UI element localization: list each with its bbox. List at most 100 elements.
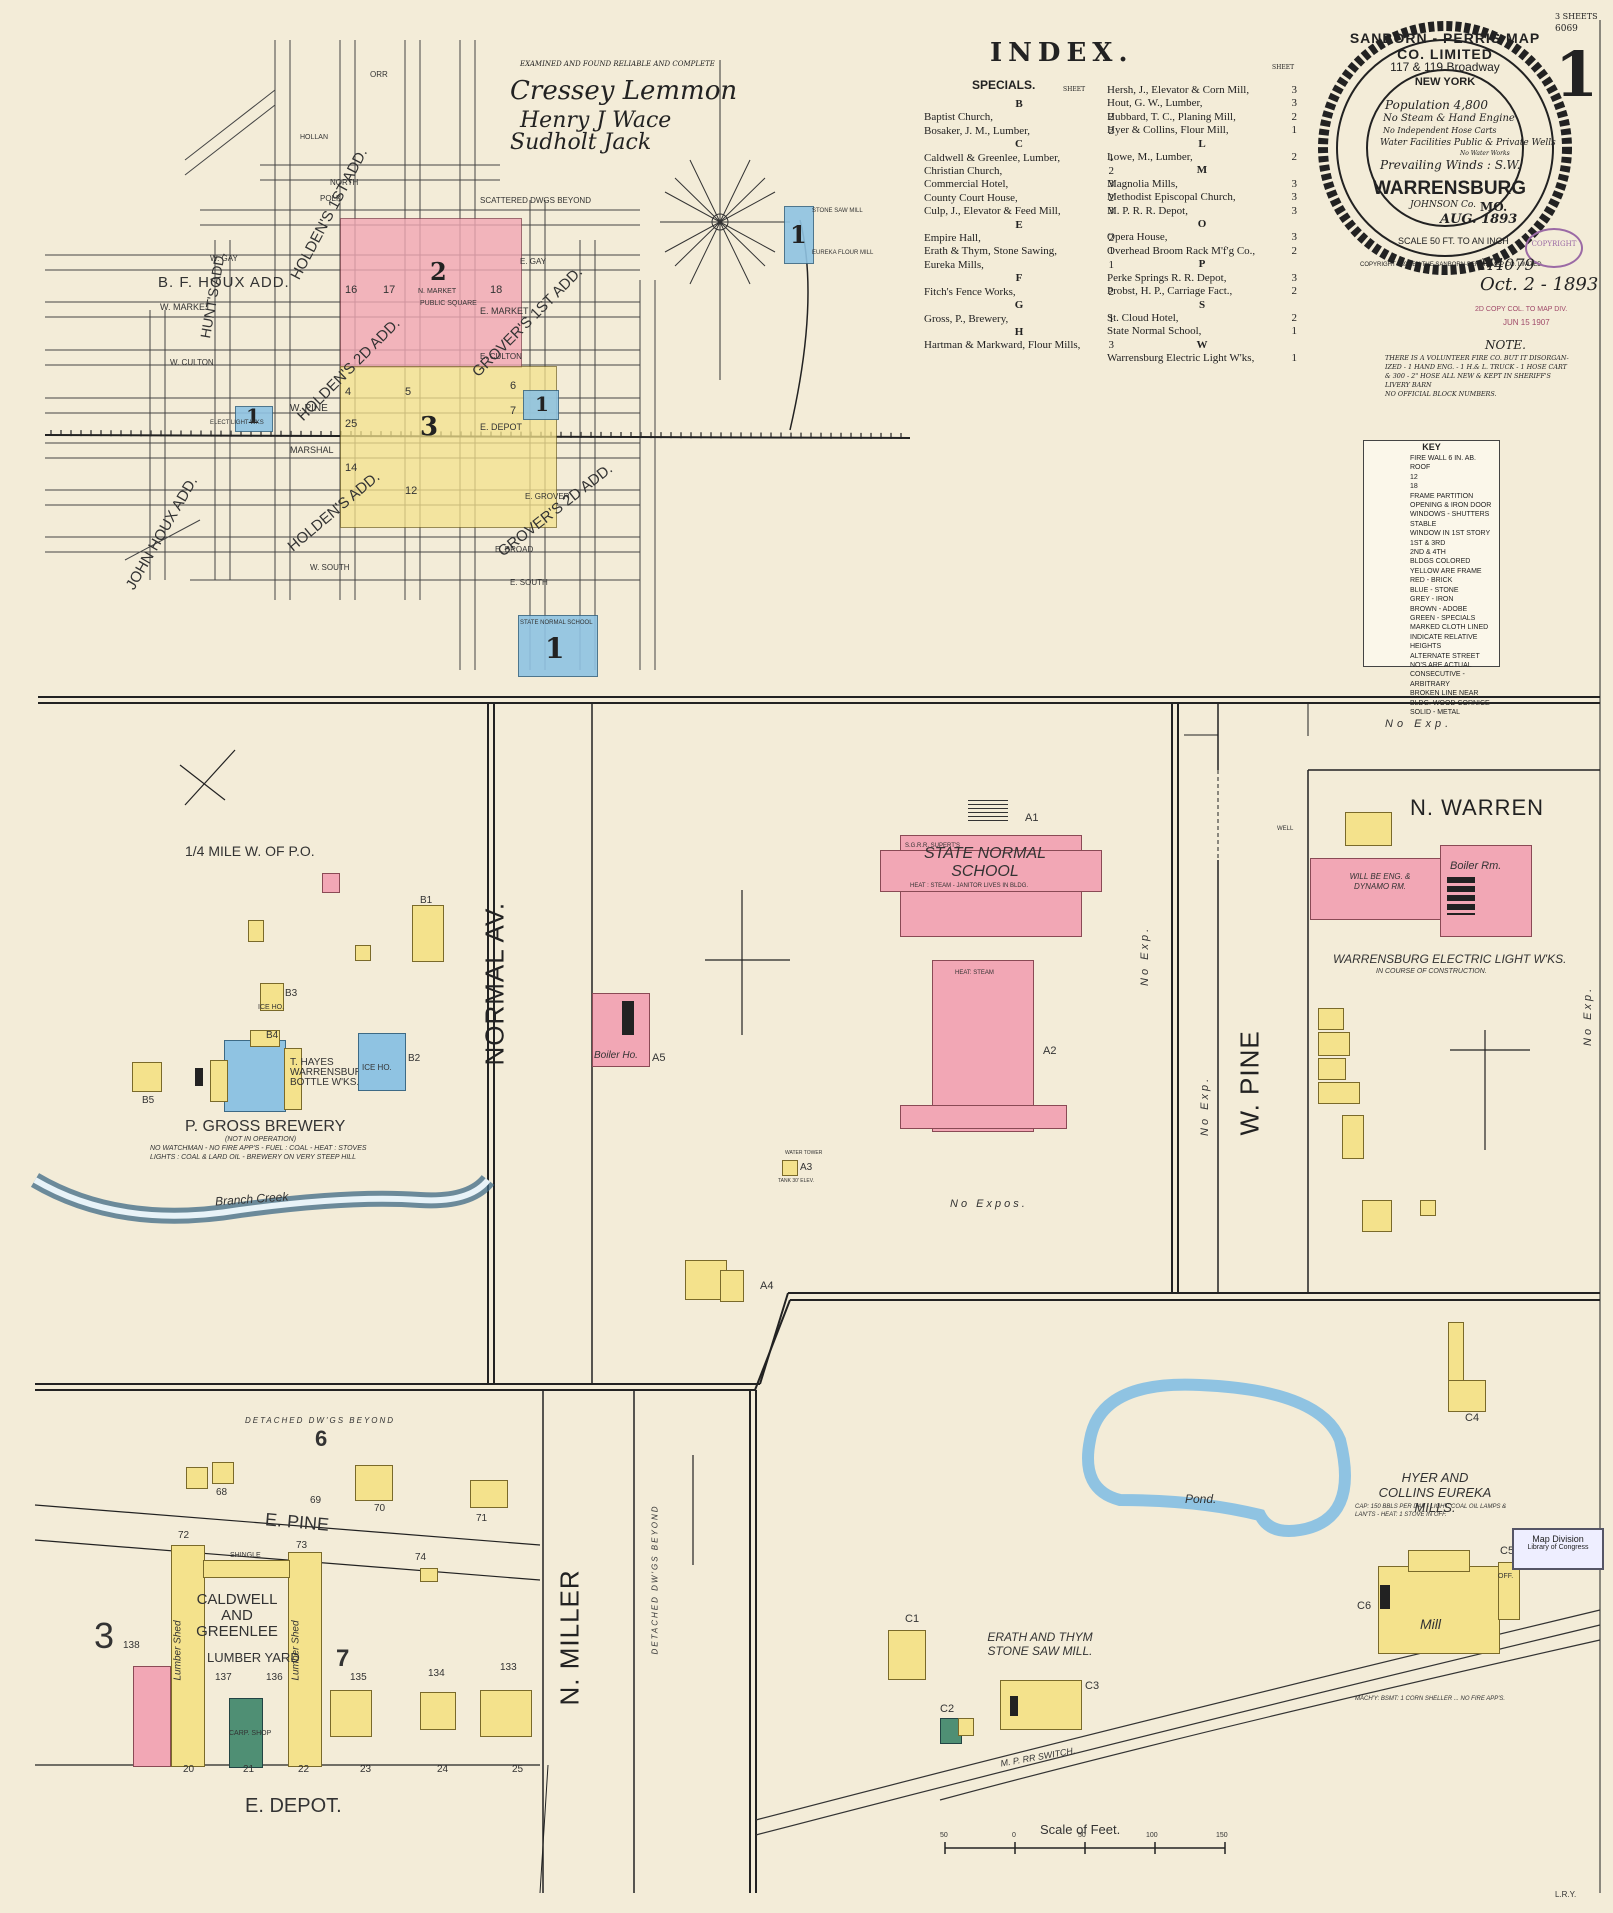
brewery-sub: NO WATCHMAN - NO FIRE APP'S - FUEL : COA…	[150, 1145, 367, 1152]
index-entry-sheet: 2	[1108, 165, 1115, 178]
carp-shop	[229, 1698, 263, 1768]
block-number: 12	[405, 485, 418, 497]
lot-number: 70	[374, 1503, 386, 1514]
dwelling	[1318, 1008, 1344, 1030]
keymap-sheet-label: 1	[545, 632, 565, 665]
lot-number: 136	[266, 1672, 283, 1683]
block-number: 17	[383, 284, 396, 296]
key-item: BLDGS COLORED YELLOW ARE FRAME	[1410, 558, 1482, 575]
key-item: BROKEN LINE NEAR BLDG. WOOD CORNICE	[1410, 690, 1490, 707]
scale-tick: 100	[1146, 1832, 1158, 1839]
index-entry-sheet: 3	[1108, 205, 1115, 218]
ice-label: ICE HO.	[362, 1063, 392, 1072]
note-line: & 300 - 2" HOSE ALL NEW & KEPT IN SHERIF…	[1385, 372, 1551, 380]
index-entry-sheet: 3	[1291, 84, 1298, 96]
boiler-icon	[1447, 877, 1475, 915]
school-steps	[968, 800, 1008, 824]
index-entry: Magnolia Mills,3	[1107, 178, 1297, 191]
catalog-number: H4079	[1480, 255, 1535, 274]
library-text: Library of Congress	[1527, 1544, 1589, 1551]
block-number: 4	[345, 386, 352, 398]
will-be-label: WILL BE ENG. & DYNAMO RM.	[1349, 872, 1411, 891]
signature: Cressey Lemmon	[510, 76, 738, 106]
index-entry-sheet: 2	[1108, 232, 1115, 245]
index-entry: Baptist Church,2	[924, 111, 1114, 124]
key-item: MARKED CLOTH LINED	[1410, 624, 1489, 632]
map-division-text: Map Division	[1532, 1534, 1584, 1544]
boiler-icon	[1010, 1696, 1018, 1716]
keymap-street: W. GAY	[210, 254, 238, 263]
compass-rose-icon	[660, 60, 790, 380]
index-entry-name: Opera House,	[1107, 231, 1168, 244]
keymap-sheet-label: 2	[430, 257, 447, 286]
seal-copyright: COPYRIGHT 1893 BY THE SANBORN-PERRIS MAP…	[1360, 262, 1542, 268]
lot-number: 21	[243, 1764, 255, 1775]
b-label: B2	[408, 1053, 421, 1064]
building	[260, 983, 284, 1011]
lot-number: 133	[500, 1662, 517, 1673]
no-exp-label: No Exp.	[1385, 718, 1453, 730]
key-title: KEY	[1422, 442, 1441, 452]
pond-icon	[1082, 1378, 1351, 1537]
c-label: C1	[905, 1613, 920, 1625]
building	[210, 1060, 228, 1102]
c-label: C4	[1465, 1412, 1480, 1424]
keymap-label: STONE SAW MILL	[812, 208, 863, 214]
index-entry-sheet: 1	[1291, 325, 1298, 338]
c-label: C6	[1357, 1600, 1372, 1612]
keymap-sheet-1-mill	[784, 206, 814, 264]
b-label: B5	[142, 1095, 155, 1106]
sheet-code: 6069	[1555, 24, 1578, 34]
keymap-street: E. GROVER	[525, 492, 570, 501]
building	[322, 873, 340, 893]
dwelling	[720, 1270, 744, 1302]
lot-number: 69	[310, 1495, 322, 1506]
index-entry-name: Gross, P., Brewery,	[924, 312, 1009, 325]
index-letter: M	[1196, 164, 1208, 177]
ice-house	[358, 1033, 406, 1091]
seal-address: 117 & 119 Broadway	[1390, 60, 1500, 74]
erath-label: ERATH AND THYM STONE SAW MILL.	[987, 1630, 1093, 1658]
detached-label: DETACHED DW'GS BEYOND	[245, 1416, 396, 1425]
dwelling	[480, 1690, 532, 1737]
key-item: WINDOW IN 1ST STORY	[1410, 530, 1491, 538]
boiler-icon	[1380, 1585, 1390, 1609]
scale-tick: 0	[1012, 1832, 1016, 1839]
lot-number: 22	[298, 1764, 310, 1775]
index-entry: M. P. R. R. Depot,3	[1107, 205, 1297, 218]
a4-label: A4	[760, 1280, 774, 1292]
water-tank	[782, 1160, 798, 1176]
keymap-street: ORR	[370, 70, 388, 79]
index-entry-sheet: 3	[1291, 191, 1298, 204]
street-e-depot: E. DEPOT.	[245, 1795, 342, 1817]
index-entry-sheet: 2	[1291, 110, 1298, 123]
index-entry-name: Lowe, M., Lumber,	[1107, 151, 1193, 164]
dwelling	[1318, 1032, 1350, 1056]
b-label: B4	[266, 1030, 279, 1041]
index-letter: H	[1014, 325, 1024, 338]
key-item: 2ND & 4TH	[1410, 549, 1446, 557]
well-label: WELL	[1277, 826, 1294, 832]
no-expos-label: No Expos.	[950, 1198, 1028, 1210]
received-stamp-text: COPYRIGHT	[1531, 240, 1577, 248]
dwelling	[1318, 1082, 1360, 1104]
transfer-date: JUN 15 1907	[1503, 318, 1550, 327]
hyer-sub: CAP: 150 BBLS PER DAY - LIGHT: COAL OIL …	[1355, 1504, 1507, 1518]
examined-note: EXAMINED AND FOUND RELIABLE AND COMPLETE	[520, 60, 715, 68]
keymap-sheet-label: 1	[535, 392, 549, 416]
keymap-brick-area	[340, 218, 522, 368]
index-entry: Hyer & Collins, Flour Mill,1	[1107, 124, 1297, 137]
key-item: STABLE	[1410, 520, 1437, 528]
building	[248, 920, 264, 942]
index-entry-name: County Court House,	[924, 191, 1018, 204]
signature: Sudholt Jack	[510, 130, 652, 155]
boiler-house	[592, 993, 650, 1067]
keymap-street: E. CULTON	[480, 352, 522, 361]
key-item: FRAME PARTITION	[1410, 492, 1474, 500]
keymap-label: N. MARKET	[418, 288, 457, 295]
lumber-shed-2	[288, 1552, 322, 1767]
sheets-note: 3 SHEETS	[1555, 12, 1598, 21]
keymap-sheet-1-school	[518, 615, 598, 677]
keymap-sheet-1-depot	[523, 390, 559, 420]
